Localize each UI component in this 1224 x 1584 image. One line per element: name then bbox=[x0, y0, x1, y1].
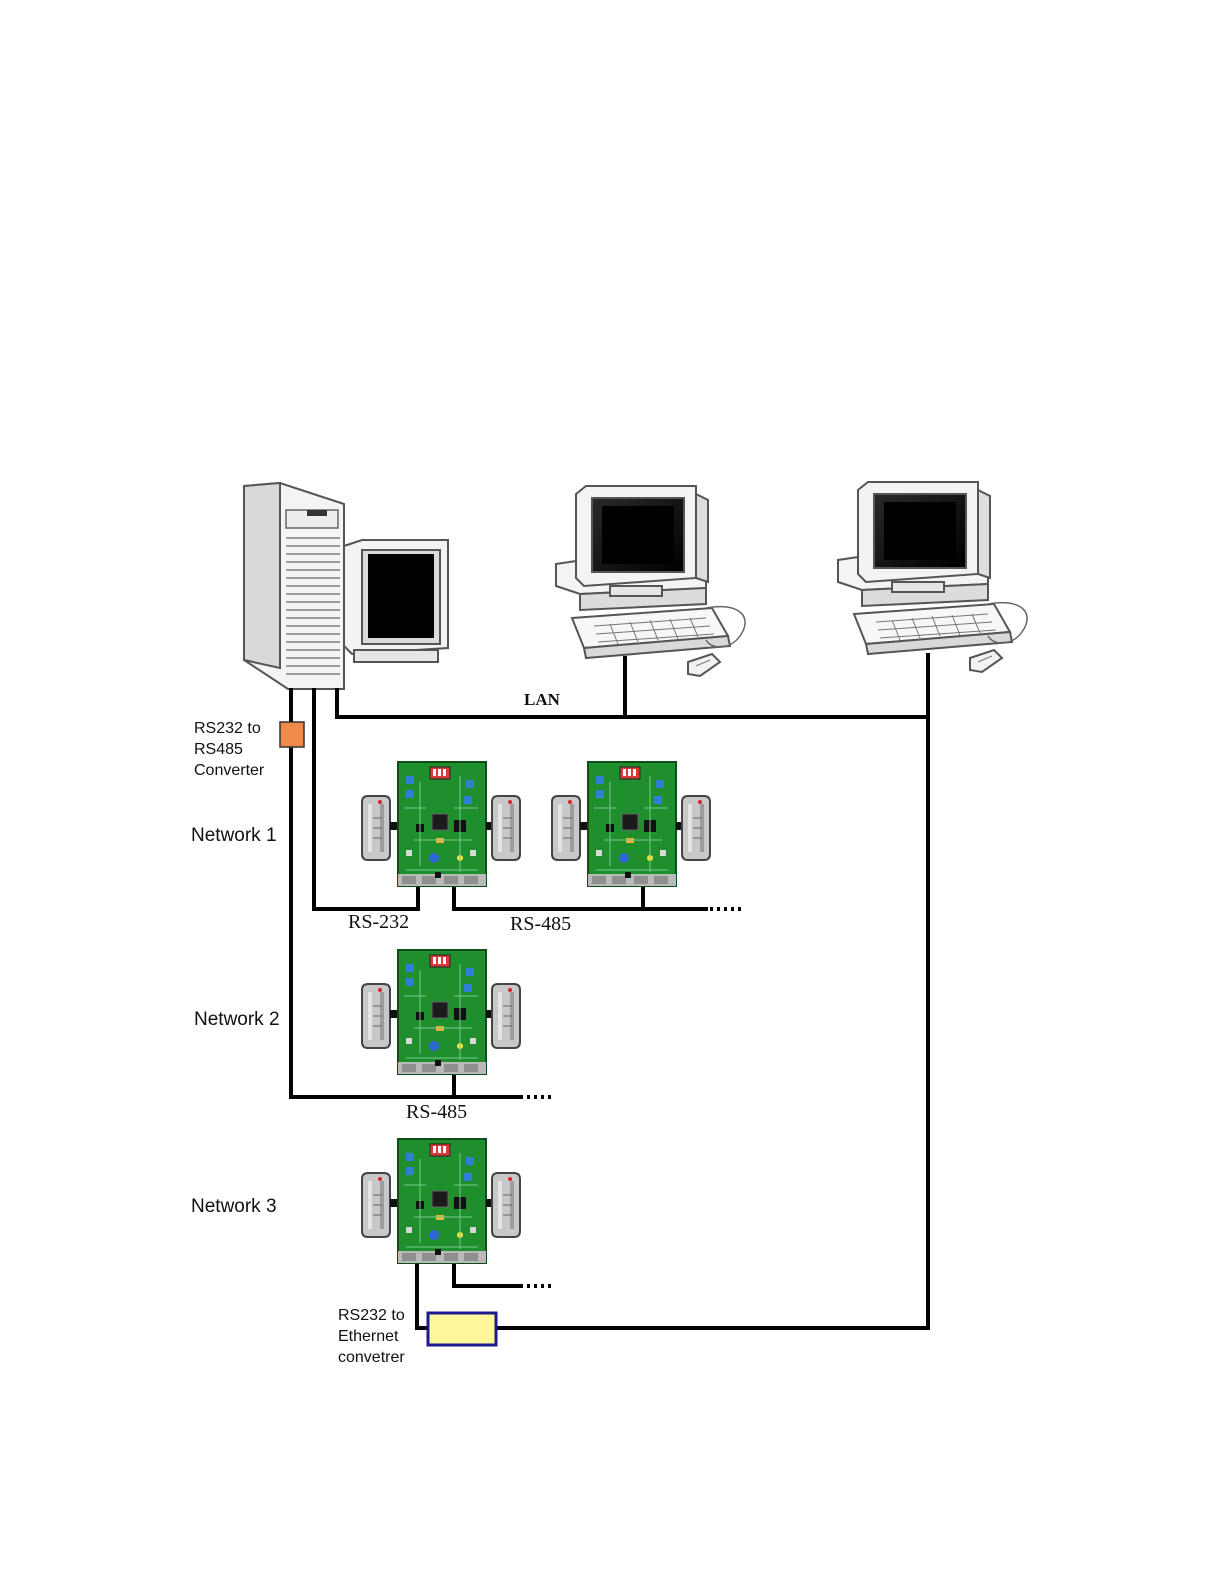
lan-label: LAN bbox=[524, 690, 561, 709]
rs232-rs485-converter-box bbox=[280, 722, 304, 747]
server-tower-icon bbox=[244, 483, 344, 689]
ethernet-converter-label: RS232 to Ethernet convetrer bbox=[338, 1307, 409, 1366]
network-3-label: Network 3 bbox=[191, 1196, 277, 1217]
rs485-network-1-label: RS-485 bbox=[510, 913, 571, 935]
network-2-label: Network 2 bbox=[194, 1009, 280, 1030]
server-workstation bbox=[244, 483, 448, 689]
rs485-network-2-label: RS-485 bbox=[406, 1101, 467, 1123]
controller-assembly-network-1-b bbox=[552, 762, 710, 886]
network-1-rs485-line bbox=[454, 885, 706, 909]
network-1-label: Network 1 bbox=[191, 825, 277, 846]
desktop-computer-icon bbox=[556, 486, 745, 676]
network-3-rs232-line bbox=[417, 1263, 428, 1328]
rs232-ethernet-converter-box bbox=[428, 1313, 496, 1345]
controller-assembly-network-1-a bbox=[362, 762, 520, 886]
server-monitor-icon bbox=[344, 540, 448, 662]
desktop-computer-icon bbox=[838, 482, 1027, 672]
lan-line bbox=[337, 690, 928, 717]
client-workstation-2 bbox=[838, 482, 1027, 672]
network-3-rs485-line bbox=[454, 1263, 518, 1286]
controller-assembly-network-2 bbox=[362, 950, 520, 1074]
controller-assembly-network-3 bbox=[362, 1139, 520, 1263]
client-workstation-1 bbox=[556, 486, 745, 676]
rs485-converter-label: RS232 to RS485 Converter bbox=[194, 720, 265, 779]
dotted-continuation-lines bbox=[520, 909, 742, 1286]
rs232-label: RS-232 bbox=[348, 911, 409, 933]
